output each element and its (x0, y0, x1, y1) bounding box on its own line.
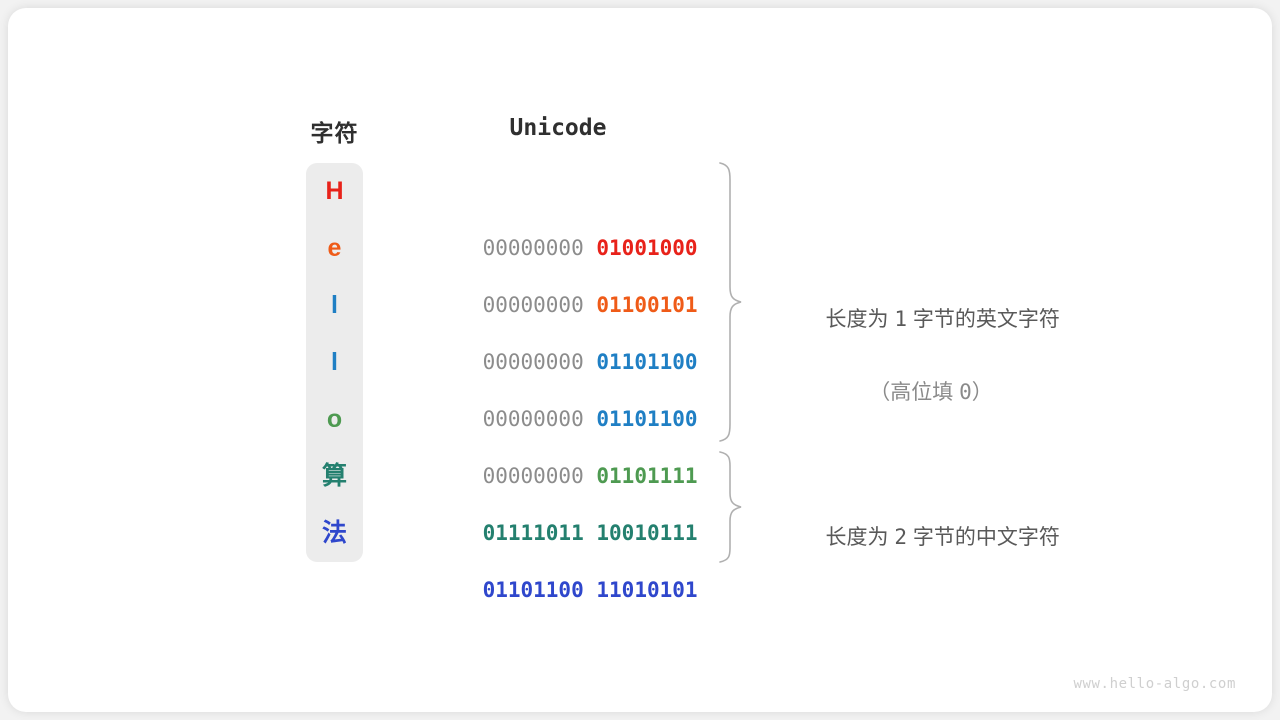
annotation-0-sub-number: 0 (959, 380, 972, 404)
character-glyph-5: 算 (321, 462, 347, 490)
character-column-background (306, 163, 363, 562)
pad-byte-5: 01111011 (482, 521, 584, 545)
unicode-row-4: 00000000 01101111 (432, 391, 698, 488)
watermark: www.hello-algo.com (1073, 676, 1236, 692)
character-glyph-3: l (331, 348, 338, 376)
annotation-single-byte-sub: （高位填 0） (770, 374, 1092, 411)
annotation-0-prefix: 长度为 (825, 308, 895, 331)
character-cell-2: l (306, 277, 363, 334)
character-cell-4: o (306, 391, 363, 448)
annotation-0-sub-prefix: （高位填 (869, 381, 960, 404)
character-cell-3: l (306, 334, 363, 391)
annotation-single-byte: 长度为 1 字节的英文字符 （高位填 0） (770, 265, 1092, 483)
annotation-1-number: 2 (894, 525, 907, 549)
annotation-0-sub-suffix: ） (971, 381, 993, 404)
character-cell-6: 法 (306, 505, 363, 562)
figure-card (8, 8, 1272, 712)
unicode-row-3: 00000000 01101100 (432, 334, 698, 431)
annotation-double-byte: 长度为 2 字节的中文字符 (770, 483, 1092, 592)
character-glyph-0: H (325, 177, 344, 205)
character-glyph-1: e (327, 234, 342, 262)
annotation-0-number: 1 (894, 307, 907, 331)
column-header-unicode: Unicode (509, 115, 607, 141)
unicode-row-0: 00000000 01001000 (432, 163, 698, 260)
significant-byte-3: 01101100 (596, 407, 698, 431)
unicode-row-6: 01101100 11010101 (432, 505, 698, 602)
significant-byte-6: 11010101 (596, 578, 698, 602)
pad-byte-1: 00000000 (482, 293, 584, 317)
significant-byte-5: 10010111 (596, 521, 698, 545)
unicode-row-5: 01111011 10010111 (432, 448, 698, 545)
character-glyph-6: 法 (321, 519, 347, 547)
pad-byte-4: 00000000 (482, 464, 584, 488)
pad-byte-3: 00000000 (482, 407, 584, 431)
unicode-row-1: 00000000 01100101 (432, 220, 698, 317)
annotation-1-prefix: 长度为 (825, 526, 895, 549)
column-header-character: 字符 (310, 120, 359, 146)
pad-byte-0: 00000000 (482, 236, 584, 260)
character-glyph-4: o (326, 405, 343, 433)
significant-byte-0: 01001000 (596, 236, 698, 260)
significant-byte-1: 01100101 (596, 293, 698, 317)
significant-byte-2: 01101100 (596, 350, 698, 374)
pad-byte-6: 01101100 (482, 578, 584, 602)
character-cell-0: H (306, 163, 363, 220)
character-cell-5: 算 (306, 448, 363, 505)
annotation-1-suffix: 字节的中文字符 (907, 526, 1060, 549)
significant-byte-4: 01101111 (596, 464, 698, 488)
character-cell-1: e (306, 220, 363, 277)
character-glyph-2: l (331, 291, 338, 319)
annotation-0-suffix: 字节的英文字符 (907, 308, 1060, 331)
unicode-row-2: 00000000 01101100 (432, 277, 698, 374)
pad-byte-2: 00000000 (482, 350, 584, 374)
